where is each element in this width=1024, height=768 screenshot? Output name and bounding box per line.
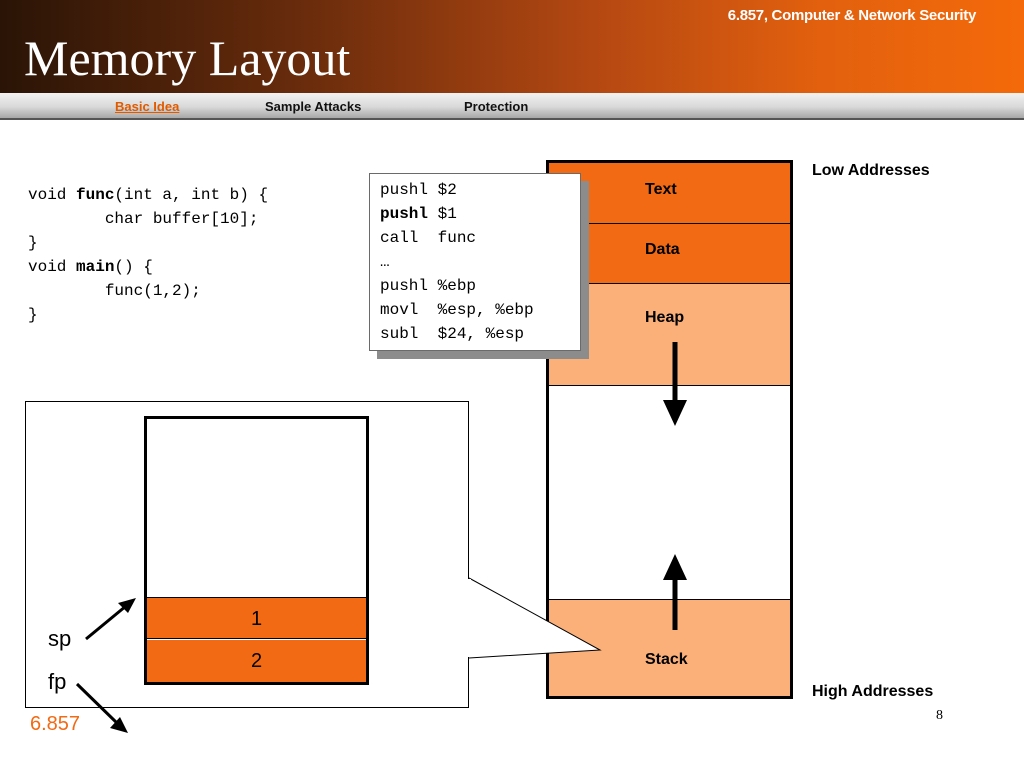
code-main-name: main bbox=[76, 258, 115, 276]
code-text: } bbox=[28, 306, 38, 324]
stack-slot-arg1: 1 bbox=[147, 597, 366, 639]
nav-bar: Basic Idea Sample Attacks Protection bbox=[0, 93, 1024, 120]
nav-protection[interactable]: Protection bbox=[464, 99, 529, 114]
code-text: void bbox=[28, 186, 77, 204]
segment-label: Stack bbox=[645, 651, 688, 668]
asm-line: movl %esp, %ebp bbox=[380, 301, 534, 319]
code-text: char buffer[10]; bbox=[28, 210, 259, 228]
code-text: () { bbox=[114, 258, 153, 276]
course-title: 6.857, Computer & Network Security bbox=[727, 7, 977, 24]
sp-label: sp bbox=[48, 626, 72, 651]
segment-label: Text bbox=[645, 181, 677, 198]
asm-line: pushl %ebp bbox=[380, 277, 477, 295]
stack-frame-box: 1 2 bbox=[144, 416, 369, 685]
fp-label: fp bbox=[48, 669, 67, 694]
footer-course-number: 6.857 bbox=[30, 713, 81, 735]
asm-line: call func bbox=[380, 229, 477, 247]
asm-line: … bbox=[380, 253, 390, 271]
slide-title: Memory Layout bbox=[24, 30, 351, 86]
code-text: void bbox=[28, 258, 77, 276]
stack-slot-arg2: 2 bbox=[147, 640, 366, 682]
asm-line: subl $24, %esp bbox=[380, 325, 525, 343]
code-func-name: func bbox=[76, 186, 115, 204]
segment-data: Data bbox=[549, 224, 790, 284]
memory-layout-column: Text Data Heap Stack bbox=[546, 160, 793, 699]
segment-heap: Heap bbox=[549, 284, 790, 386]
asm-line: pushl $2 bbox=[380, 181, 457, 199]
segment-text: Text bbox=[549, 163, 790, 224]
segment-label: Data bbox=[645, 241, 680, 258]
page-number: 8 bbox=[936, 708, 943, 723]
segment-stack: Stack bbox=[549, 599, 790, 696]
slide-header: 6.857, Computer & Network Security Memor… bbox=[0, 0, 1024, 93]
low-addresses-label: Low Addresses bbox=[812, 162, 930, 179]
code-text: (int a, int b) { bbox=[114, 186, 269, 204]
c-code-block: void func(int a, int b) { char buffer[10… bbox=[28, 183, 268, 327]
asm-line: $1 bbox=[428, 205, 457, 223]
asm-op-bold: pushl bbox=[380, 205, 429, 223]
high-addresses-label: High Addresses bbox=[812, 683, 934, 700]
code-text: } bbox=[28, 234, 38, 252]
code-text: func(1,2); bbox=[28, 282, 201, 300]
assembly-box: pushl $2 pushl $1 call func … pushl %ebp… bbox=[369, 173, 581, 351]
nav-sample-attacks[interactable]: Sample Attacks bbox=[265, 99, 362, 114]
fp-arrow-icon bbox=[110, 717, 128, 733]
segment-label: Heap bbox=[645, 309, 685, 326]
nav-basic-idea[interactable]: Basic Idea bbox=[115, 99, 180, 114]
